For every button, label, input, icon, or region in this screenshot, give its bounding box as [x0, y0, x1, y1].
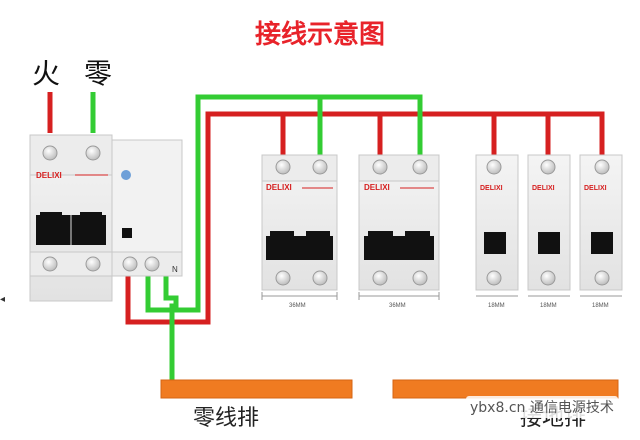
watermark: ybx8.cn 通信电源技术 [466, 396, 618, 418]
brand-label: DELIXI [584, 185, 607, 192]
width-label: 36MM [389, 303, 406, 309]
width-label: 36MM [289, 303, 306, 309]
branch-breaker-2p-2: DELIXI 36MM [358, 154, 440, 309]
live-wires [47, 92, 605, 325]
screw [540, 159, 556, 175]
screw [486, 270, 502, 286]
neutral-loop-main [145, 94, 423, 313]
width-label: 18MM [592, 303, 609, 309]
brand-label: DELIXI [532, 185, 555, 192]
screw [122, 256, 138, 272]
screw [412, 159, 428, 175]
screw [594, 270, 610, 286]
branch-breaker-1p-1: DELIXI 18MM [475, 154, 519, 309]
neutral-wires [90, 92, 423, 388]
width-label: 18MM [540, 303, 557, 309]
neutral-bus-bar [160, 379, 353, 399]
screw [312, 159, 328, 175]
screw [540, 270, 556, 286]
live-loop-main [125, 111, 605, 325]
screw [275, 270, 291, 286]
neutral-bus-label: 零线排 [193, 406, 260, 431]
brand-label: DELIXI [266, 183, 292, 192]
screw [486, 159, 502, 175]
brand-label: DELIXI [36, 171, 62, 180]
neutral-label: 零 [84, 57, 113, 90]
rcd-module: N [111, 139, 183, 277]
screw [42, 145, 58, 161]
live-label: 火 [32, 57, 61, 90]
toggle-handle [591, 232, 613, 254]
screw [144, 256, 160, 272]
main-breaker: DELIXI [29, 134, 113, 302]
brand-label: DELIXI [364, 183, 390, 192]
screw [312, 270, 328, 286]
test-button [121, 170, 131, 180]
screw [275, 159, 291, 175]
branch-breaker-1p-3: DELIXI 18MM [579, 154, 623, 309]
toggle-handle [484, 232, 506, 254]
neutral-to-bus [163, 275, 179, 388]
screw [85, 145, 101, 161]
branch-breaker-2p-1: DELIXI 36MM [261, 154, 338, 309]
screw [412, 270, 428, 286]
brand-label: DELIXI [480, 185, 503, 192]
screw [85, 256, 101, 272]
width-label: 18MM [488, 303, 505, 309]
branch-breaker-1p-2: DELIXI 18MM [527, 154, 571, 309]
left-arrow-icon[interactable]: ◂ [0, 294, 6, 305]
indicator-window [122, 228, 132, 238]
diagram-title: 接线示意图 [254, 20, 385, 50]
toggle-handle [538, 232, 560, 254]
screw [372, 159, 388, 175]
screw [42, 256, 58, 272]
screw [372, 270, 388, 286]
neutral-mark: N [172, 265, 178, 274]
screw [594, 159, 610, 175]
